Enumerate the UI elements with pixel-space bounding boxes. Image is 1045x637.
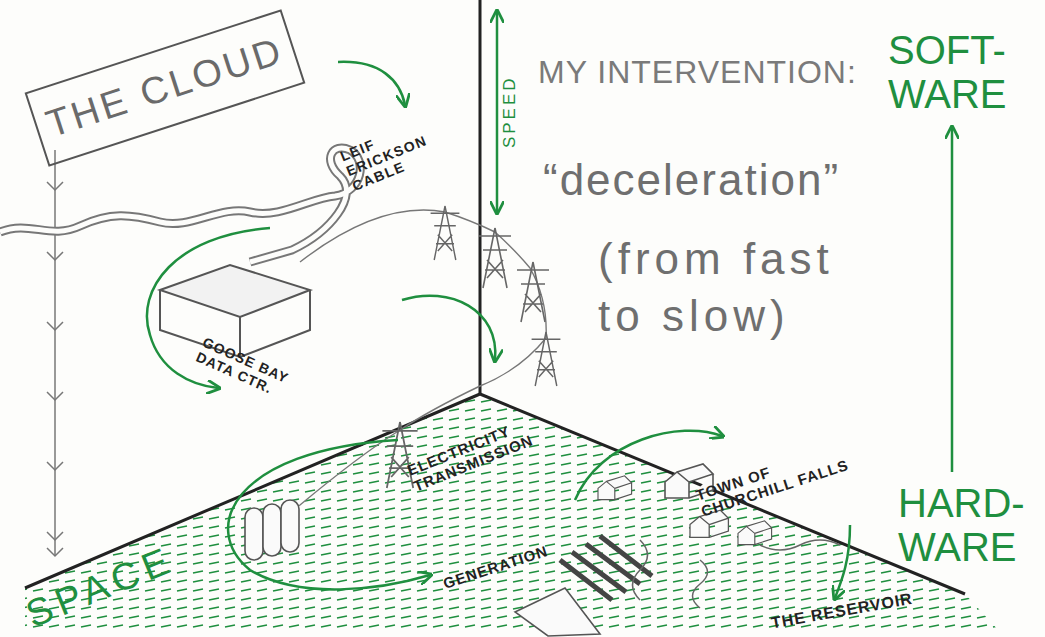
cable-core [0, 148, 360, 262]
town-label: TOWN OF CHURCHILL FALLS [694, 436, 862, 520]
data-center-building: GOOSE BAY DATA CTR. [145, 255, 325, 415]
flow-arrows [147, 12, 952, 598]
cloud-box: THE CLOUD [25, 9, 306, 167]
data-center-label: GOOSE BAY DATA CTR. [194, 334, 317, 412]
transmission-tower [431, 206, 460, 260]
river-lines [633, 540, 841, 608]
generator-tanks [245, 500, 299, 560]
town-building [598, 476, 632, 500]
descent-line [54, 150, 56, 556]
axis-end-label: HARD- WARE [898, 481, 1038, 569]
powerhouse [515, 588, 600, 636]
cloud-title: THE CLOUD [32, 26, 298, 150]
floor-hatching [25, 395, 1000, 632]
cable-label: LEIF ERICKSON CABLE [338, 110, 453, 194]
axis-end-label: SOFT- WARE [888, 28, 1028, 116]
concept-gloss: (from fast to slow) [598, 230, 858, 344]
axis-label: SPEED [500, 67, 520, 157]
penstocks [560, 536, 652, 600]
cable-outline [0, 148, 360, 262]
wall-corner-line [479, 0, 482, 394]
concept-word: “deceleration” [543, 155, 923, 206]
descent-chevrons [47, 182, 63, 556]
transmission-tower [532, 332, 561, 386]
transmission-tower [517, 262, 549, 322]
town-building [738, 521, 772, 545]
building-outline [145, 255, 325, 415]
building-face [160, 265, 310, 317]
transmission-tower [479, 228, 511, 288]
